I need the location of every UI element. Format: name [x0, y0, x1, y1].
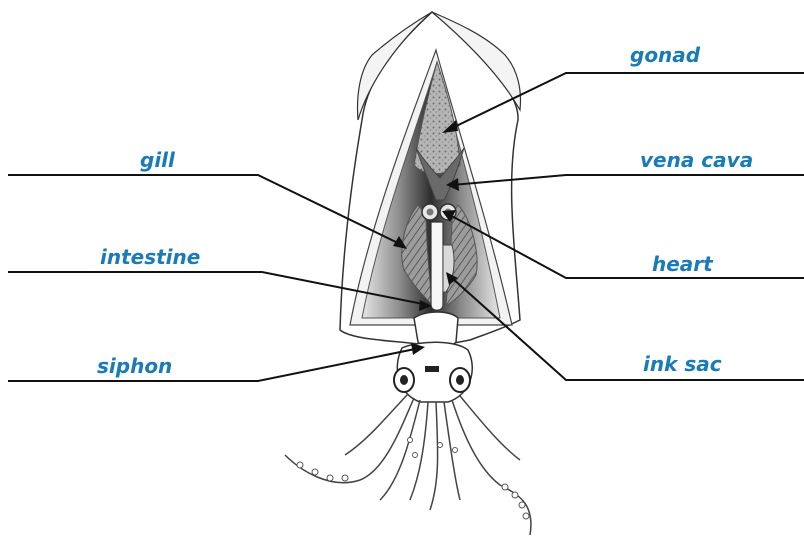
leader-siphon [8, 348, 420, 381]
label-gonad: gonad [630, 43, 700, 67]
label-vena-cava: vena cava [640, 148, 753, 172]
intestine-organ [431, 222, 443, 310]
label-gill: gill [140, 148, 175, 172]
label-siphon: siphon [97, 354, 172, 378]
arms-tentacles [285, 394, 531, 535]
tentacle-suckers [297, 438, 529, 520]
label-ink-sac: ink sac [643, 352, 722, 376]
label-intestine: intestine [100, 245, 200, 269]
label-heart: heart [652, 252, 713, 276]
leader-gill [8, 175, 402, 245]
